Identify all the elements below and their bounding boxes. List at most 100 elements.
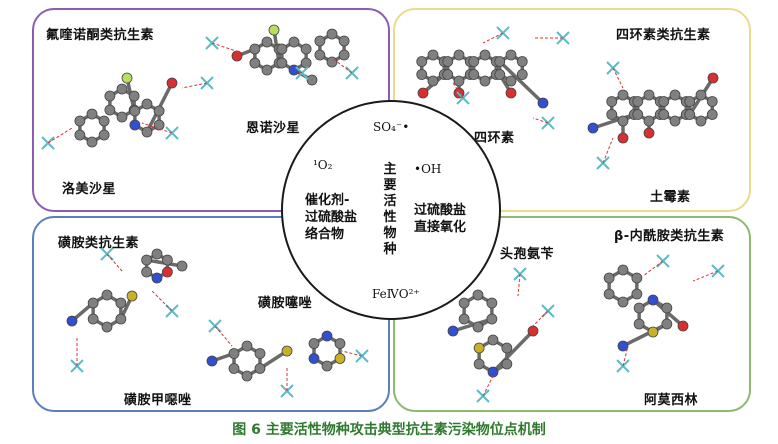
atom (427, 75, 439, 87)
attack-arrow (181, 82, 208, 89)
tetracyclines-title: 四环素类抗生素 (616, 28, 711, 43)
atom (116, 111, 128, 123)
atom (228, 348, 240, 359)
atom (141, 254, 153, 266)
atom (300, 57, 312, 69)
atom (326, 56, 338, 68)
atom (129, 119, 141, 131)
atom (115, 297, 127, 309)
atom (288, 36, 300, 48)
atom (684, 109, 696, 120)
atom (516, 69, 528, 80)
atom (487, 334, 499, 346)
vertical-char: 要 (383, 178, 397, 193)
atom (308, 353, 320, 364)
atom (334, 338, 346, 349)
attack-arrow (532, 310, 549, 327)
atom (458, 297, 470, 309)
atom (241, 370, 253, 382)
atom (115, 313, 127, 325)
atom (104, 90, 116, 102)
atom (151, 248, 163, 260)
atom (647, 326, 659, 338)
atom (606, 96, 618, 107)
atom (321, 330, 333, 342)
vertical-char: 性 (383, 210, 397, 225)
ferryl-label: FeⅣO²⁺ (372, 287, 420, 301)
atom (314, 49, 326, 61)
quinolones-title: 氟喹诺酮类抗生素 (46, 28, 155, 43)
atom (161, 254, 173, 266)
attack-arrow (692, 270, 719, 282)
atom (141, 98, 153, 110)
atom (334, 353, 346, 364)
atom (241, 340, 253, 352)
atom (338, 49, 350, 61)
atom (468, 56, 480, 67)
atom (128, 90, 140, 102)
atom (276, 43, 288, 55)
atom (86, 108, 98, 120)
attack-arrow (612, 67, 624, 89)
atom (684, 96, 696, 107)
atom (104, 104, 116, 116)
tetracycline-label: 四环素 (474, 131, 515, 146)
atom (647, 294, 659, 306)
atom (473, 342, 485, 354)
atom (468, 69, 480, 80)
catalyst-complex-line-2: 过硫酸盐 (305, 210, 358, 225)
atom (314, 35, 326, 47)
atom (661, 318, 673, 330)
atom (249, 57, 261, 69)
atom (472, 289, 484, 301)
oxytetracycline-label: 土霉素 (650, 190, 691, 205)
atom (486, 313, 498, 325)
atom (695, 115, 707, 127)
attack-arrow (214, 325, 233, 347)
atom (617, 89, 629, 101)
atom (669, 115, 681, 127)
atom (87, 313, 99, 325)
atom (505, 75, 517, 87)
atom (516, 56, 528, 67)
atom (416, 56, 428, 67)
attack-arrow (211, 42, 243, 54)
bond (497, 59, 545, 105)
atom (501, 342, 513, 354)
atom (87, 297, 99, 309)
catalyst-complex-line-1: 催化剂- (305, 193, 350, 208)
atom (706, 109, 718, 120)
atom (338, 35, 350, 47)
singlet-oxygen-label: ¹O₂ (313, 158, 333, 172)
attack-arrow (106, 253, 123, 272)
betalactam-molecules (447, 254, 725, 403)
atom (453, 75, 465, 87)
hydroxyl-radical-label: •OH (414, 162, 442, 176)
atom (603, 288, 615, 300)
sulfonamide-molecules (66, 247, 369, 398)
atom (417, 87, 429, 99)
atom (442, 69, 454, 80)
attack-arrow (482, 32, 504, 44)
atom (121, 72, 133, 84)
attack-arrow (517, 273, 521, 297)
atom (126, 290, 138, 302)
atom (249, 43, 261, 55)
attack-arrow (532, 117, 549, 124)
atom (643, 127, 655, 139)
bond (591, 112, 637, 130)
atom (632, 109, 644, 120)
attack-arrow (293, 67, 303, 74)
atom (472, 321, 484, 333)
atom (617, 296, 629, 308)
atom (505, 87, 517, 99)
atom (658, 109, 670, 120)
atom (661, 302, 673, 314)
atom (669, 89, 681, 101)
atom (98, 129, 110, 141)
attack-arrow (452, 82, 464, 99)
figure-caption: 图 6 主要活性物种攻击典型抗生素污染物位点机制 (232, 422, 546, 438)
sulfonamides-title: 磺胺类抗生素 (58, 236, 140, 251)
attack-arrow (341, 350, 363, 357)
